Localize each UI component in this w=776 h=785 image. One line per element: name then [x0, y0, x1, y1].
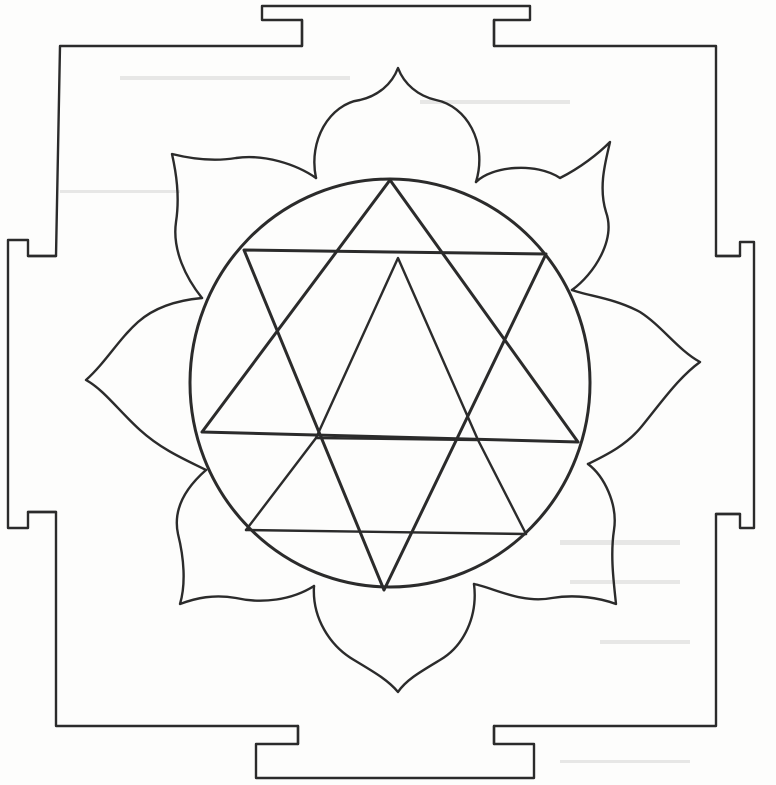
lotus-petal-top [314, 68, 479, 182]
lotus-petal-top-right [476, 142, 610, 290]
lotus-petals [86, 68, 700, 692]
gate-left [28, 256, 56, 512]
downward-triangle [244, 250, 546, 590]
lotus-petal-top-left [172, 154, 316, 298]
gate-right [716, 256, 740, 514]
bhupura-outer-square [8, 6, 754, 778]
inner-triangle [316, 258, 478, 440]
lotus-petal-bottom-left [177, 470, 314, 604]
lotus-petal-bottom [314, 584, 475, 692]
inner-left-diagonal [246, 438, 316, 530]
upward-triangle [202, 180, 578, 442]
gate-bottom [298, 726, 494, 744]
gate-top [302, 20, 494, 46]
inner-right-diagonal [478, 440, 526, 534]
lotus-petal-left [86, 298, 206, 470]
inner-base-line [246, 530, 526, 534]
